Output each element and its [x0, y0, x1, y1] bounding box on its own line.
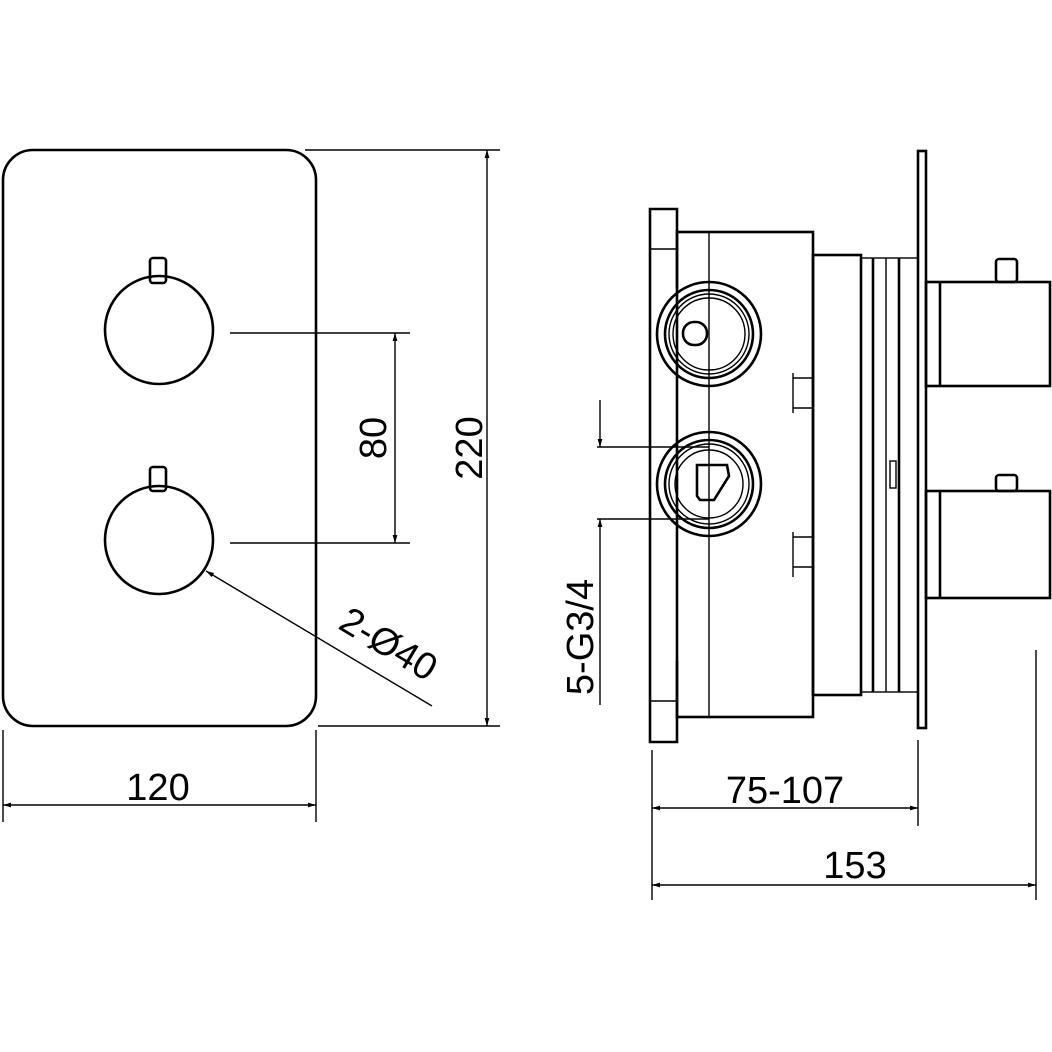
bottom-knob-pin [148, 465, 168, 493]
top-knob-side [924, 257, 1052, 388]
connections-label: 5-G3/4 [560, 579, 602, 695]
dimension-connections: 5-G3/4 [560, 400, 709, 705]
width-label: 120 [126, 767, 189, 809]
dimension-total-depth: 153 [652, 650, 1037, 900]
side-view: 5-G3/4 75-107 153 [560, 149, 1052, 900]
dimension-knob-diameter: 2-Ø40 [205, 570, 444, 707]
adjustment-rings [860, 257, 919, 693]
top-knob-pin [148, 256, 168, 285]
depth-range-label: 75-107 [726, 770, 844, 812]
dimension-width: 120 [2, 730, 317, 822]
top-knob [103, 274, 215, 386]
dimension-height: 220 [305, 149, 500, 727]
top-port [655, 280, 763, 388]
extension-sleeve [811, 253, 863, 697]
bottom-knob [103, 484, 215, 596]
total-depth-label: 153 [823, 845, 886, 887]
mounting-flange [648, 207, 679, 744]
dimension-depth-range: 75-107 [651, 740, 919, 900]
cover-plate [1, 148, 318, 728]
knob-diameter-label: 2-Ø40 [332, 600, 444, 690]
front-view: 220 80 2-Ø40 120 [1, 148, 500, 822]
cover-plate-side [916, 149, 928, 730]
bottom-knob-side [924, 473, 1052, 600]
dimension-knob-spacing: 80 [230, 332, 410, 544]
knob-spacing-label: 80 [353, 417, 395, 459]
height-label: 220 [449, 416, 491, 479]
bottom-port [655, 430, 763, 538]
